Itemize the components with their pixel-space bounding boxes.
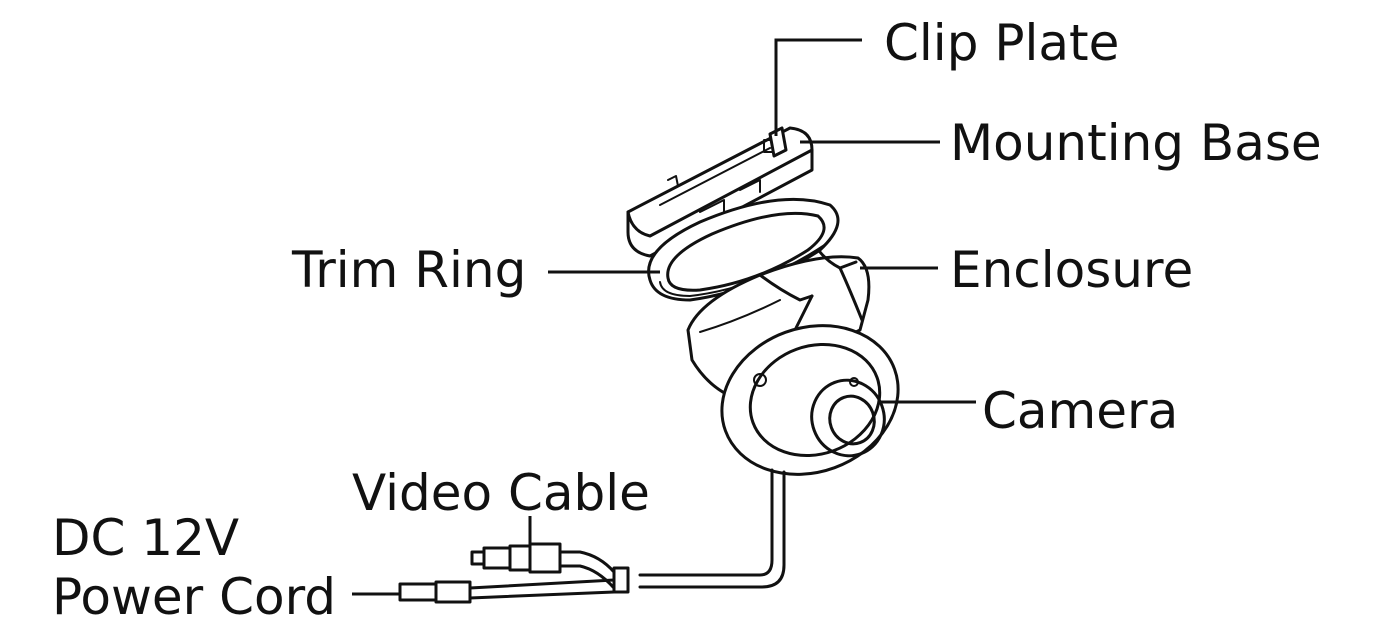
cable-assembly [468,468,786,600]
leader-lines [352,38,976,596]
label-trim-ring: Trim Ring [292,241,527,299]
label-dc-12v: DC 12V [52,509,240,567]
label-video-cable: Video Cable [352,464,650,522]
power-connector [398,580,472,604]
trim-ring [647,197,840,302]
clip-plate [768,126,788,158]
label-mounting-base: Mounting Base [950,114,1322,172]
mounting-base [626,126,814,258]
label-clip-plate: Clip Plate [884,14,1120,72]
label-camera: Camera [982,382,1179,440]
label-power-cord: Power Cord [52,568,336,626]
video-connector [470,542,562,574]
label-enclosure: Enclosure [950,241,1194,299]
camera-ball [720,324,900,476]
